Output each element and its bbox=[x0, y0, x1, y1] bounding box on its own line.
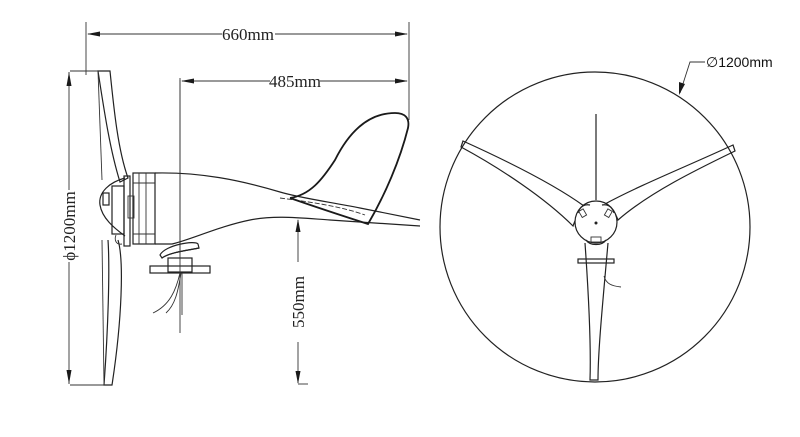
front-hub bbox=[574, 200, 618, 246]
dimension-rotor-diameter-side: ϕ1200mm bbox=[60, 70, 110, 386]
cables bbox=[152, 272, 183, 315]
front-blade-right bbox=[603, 144, 736, 222]
dimension-label-550: 550mm bbox=[289, 276, 308, 328]
side-blade bbox=[97, 70, 129, 386]
front-tower bbox=[584, 242, 609, 381]
generator bbox=[127, 172, 156, 245]
tail-fin bbox=[289, 112, 410, 226]
dimension-550mm: 550mm bbox=[289, 219, 308, 385]
side-view: 660mm 485mm ϕ1200mm 55 bbox=[60, 22, 421, 386]
nacelle-body bbox=[154, 172, 421, 245]
dimension-label-1200-front: ∅1200mm bbox=[706, 54, 773, 70]
front-view: ∅1200mm bbox=[439, 54, 773, 383]
spinner bbox=[99, 175, 131, 247]
dimension-label-485: 485mm bbox=[269, 72, 321, 91]
dimension-label-660: 660mm bbox=[222, 25, 274, 44]
front-cable bbox=[603, 275, 622, 288]
dimension-label-1200-side: ϕ1200mm bbox=[60, 191, 79, 260]
front-mount-bar bbox=[577, 258, 615, 264]
rotor-sweep-circle bbox=[439, 71, 751, 383]
dimension-660mm: 660mm bbox=[85, 22, 410, 120]
dimension-rotor-diameter-front: ∅1200mm bbox=[679, 54, 773, 95]
front-blade-left bbox=[460, 140, 585, 228]
